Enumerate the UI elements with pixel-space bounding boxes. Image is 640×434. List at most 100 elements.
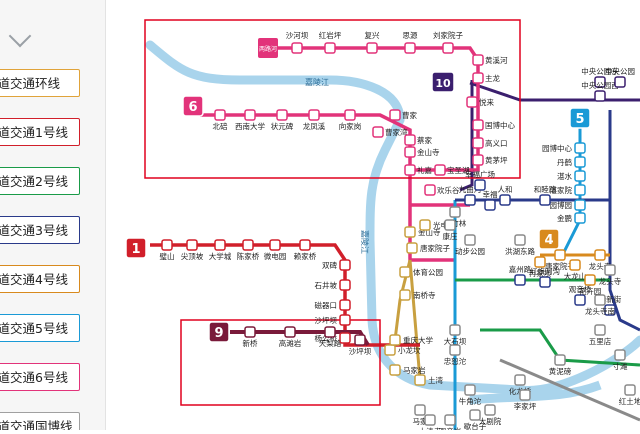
station[interactable]: 曹家湾 <box>373 127 408 137</box>
station-marker[interactable] <box>595 325 605 335</box>
line6-badge[interactable]: 6 <box>183 96 203 116</box>
station-marker[interactable] <box>465 235 475 245</box>
station[interactable]: 金山寺 <box>405 147 440 157</box>
station[interactable]: 南桥寺 <box>400 290 436 300</box>
station[interactable]: 思源 <box>403 31 418 53</box>
station-marker[interactable] <box>473 138 483 148</box>
station[interactable]: 双碑 <box>322 260 350 270</box>
station[interactable]: 五里店 <box>589 325 612 346</box>
station[interactable]: 蔡家 <box>405 135 432 145</box>
station-marker[interactable] <box>445 415 455 425</box>
station-marker[interactable] <box>445 220 455 230</box>
station-marker[interactable] <box>340 333 350 343</box>
station-marker[interactable] <box>292 43 302 53</box>
station[interactable]: 黄溪河 <box>473 55 508 65</box>
station[interactable]: 重庆大学 <box>390 335 433 345</box>
station-marker[interactable] <box>215 110 225 120</box>
station[interactable]: 礼嘉 <box>405 165 432 175</box>
station[interactable]: 人和 <box>498 185 513 205</box>
station[interactable]: 新桥 <box>243 327 258 348</box>
station-marker[interactable] <box>415 405 425 415</box>
station-marker[interactable] <box>500 195 510 205</box>
station-marker[interactable] <box>515 235 525 245</box>
station[interactable]: 洪湖东路 <box>505 235 535 256</box>
line-button-2[interactable]: 轨道交通2号线 <box>0 167 80 195</box>
station-marker[interactable] <box>300 240 310 250</box>
line1-badge[interactable]: 1 <box>126 238 146 258</box>
station-marker[interactable] <box>450 345 460 355</box>
station-marker[interactable] <box>450 207 460 217</box>
station-marker[interactable] <box>425 415 435 425</box>
station-marker[interactable] <box>390 335 400 345</box>
station-marker[interactable] <box>405 165 415 175</box>
station[interactable]: 复兴 <box>365 30 380 53</box>
station[interactable]: 园博园 <box>550 200 586 210</box>
station[interactable]: 黄泥磅 <box>549 355 572 376</box>
station-marker[interactable] <box>595 91 605 101</box>
station-marker[interactable] <box>245 327 255 337</box>
station[interactable]: 龙凤溪 <box>303 110 326 131</box>
station[interactable]: 微电园 <box>264 240 287 261</box>
station-marker[interactable] <box>515 375 525 385</box>
station[interactable]: 忠恕沱 <box>444 345 467 366</box>
station-marker[interactable] <box>187 240 197 250</box>
station[interactable]: 大学城 <box>209 240 232 261</box>
line10-badge[interactable]: 10 <box>432 72 454 92</box>
station[interactable]: 湛水 <box>557 171 585 181</box>
station-marker[interactable] <box>473 155 483 165</box>
station-marker[interactable] <box>595 295 605 305</box>
station-marker[interactable] <box>345 110 355 120</box>
station-marker[interactable] <box>390 110 400 120</box>
station[interactable]: 石井坡 <box>315 280 351 290</box>
interchange-badge[interactable]: 两路河 <box>258 38 278 58</box>
station-marker[interactable] <box>405 43 415 53</box>
station-marker[interactable] <box>415 375 425 385</box>
station-marker[interactable] <box>325 43 335 53</box>
station-marker[interactable] <box>355 335 365 345</box>
station[interactable]: 小龙坎 <box>385 345 421 355</box>
station-marker[interactable] <box>425 185 435 195</box>
station[interactable]: 金鹏 <box>557 213 585 223</box>
station-marker[interactable] <box>473 55 483 65</box>
station[interactable]: 红土地 <box>619 385 640 406</box>
station-marker[interactable] <box>555 250 565 260</box>
station[interactable]: 马家岩 <box>390 365 426 375</box>
station-marker[interactable] <box>515 275 525 285</box>
station[interactable]: 观音岩 <box>439 415 462 430</box>
line-button-4[interactable]: 轨道交通4号线 <box>0 265 80 293</box>
station-marker[interactable] <box>340 300 350 310</box>
station-marker[interactable] <box>245 110 255 120</box>
station-marker[interactable] <box>540 277 550 287</box>
station-marker[interactable] <box>243 240 253 250</box>
station-marker[interactable] <box>405 135 415 145</box>
station[interactable]: 体育公园 <box>400 267 443 277</box>
station-marker[interactable] <box>373 127 383 137</box>
station-marker[interactable] <box>520 390 530 400</box>
line-button-loop[interactable]: 轨道交通环线 <box>0 69 80 97</box>
station-marker[interactable] <box>595 250 605 260</box>
station-marker[interactable] <box>615 350 625 360</box>
line-button-1[interactable]: 轨道交通1号线 <box>0 118 80 146</box>
station[interactable]: 大石坝 <box>444 325 467 346</box>
line5-badge[interactable]: 5 <box>570 108 590 128</box>
station-marker[interactable] <box>575 213 585 223</box>
station[interactable]: 唐家院子 <box>407 243 450 253</box>
station-marker[interactable] <box>309 110 319 120</box>
station-marker[interactable] <box>605 265 615 275</box>
station-marker[interactable] <box>443 43 453 53</box>
station-marker[interactable] <box>575 171 585 181</box>
station-marker[interactable] <box>467 97 477 107</box>
station[interactable]: 向家岗 <box>339 110 362 131</box>
station-marker[interactable] <box>540 195 550 205</box>
station[interactable]: 曹家 <box>390 110 417 120</box>
station[interactable]: 悦来 <box>467 97 494 107</box>
station[interactable]: 中央公园西 <box>581 80 619 101</box>
station-marker[interactable] <box>475 180 485 190</box>
station-marker[interactable] <box>585 275 595 285</box>
station[interactable]: 园博中心 <box>542 143 585 153</box>
station-marker[interactable] <box>385 345 395 355</box>
line-button-3[interactable]: 轨道交通3号线 <box>0 216 80 244</box>
station[interactable]: 赖家桥 <box>294 240 317 261</box>
line4-badge[interactable]: 4 <box>539 229 559 249</box>
station[interactable]: 欢乐谷 <box>425 185 460 195</box>
